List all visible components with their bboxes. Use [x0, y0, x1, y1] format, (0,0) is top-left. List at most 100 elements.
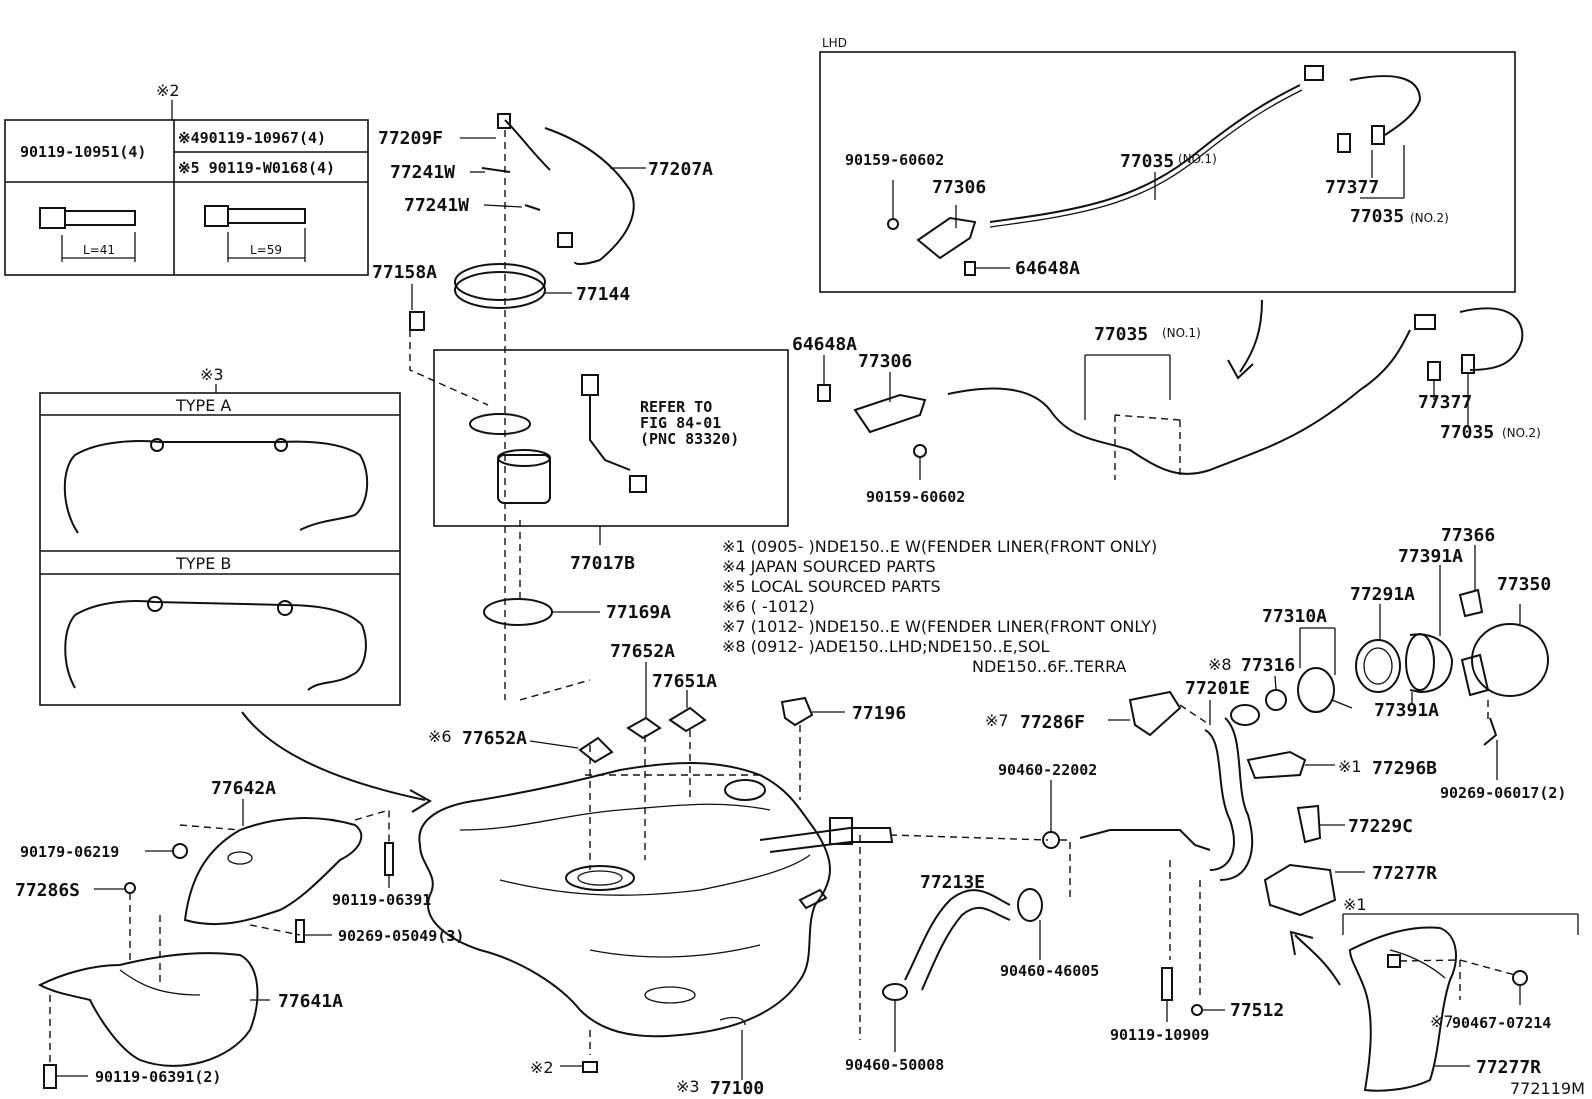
note-3: ※5 LOCAL SOURCED PARTS	[722, 577, 941, 596]
clip-90467-07214	[1512, 970, 1528, 986]
label-77017b: 77017B	[570, 553, 635, 574]
type-a-label: TYPE A	[175, 396, 231, 415]
clip-77241w-1	[481, 167, 511, 173]
lock-ring	[454, 263, 546, 301]
note-6: ※8 (0912- )ADE150..LHD;NDE150..E,SOL	[722, 637, 1050, 656]
label-90460-46005: 90460-46005	[1000, 962, 1099, 980]
tank-outline	[418, 762, 831, 1038]
fender-dash-2	[1459, 959, 1516, 976]
lead-77652a-2	[529, 740, 579, 749]
rhd-bolt-label: 90159-60602	[866, 488, 965, 506]
label-90269-05049: 90269-05049(3)	[338, 927, 464, 945]
pad-77652a-1	[626, 716, 662, 740]
lhd-cable-clip	[1304, 65, 1324, 81]
prot-dash-5	[249, 924, 301, 936]
tank-bolt	[582, 1061, 598, 1073]
rhd-clip-label: 64648A	[792, 334, 857, 355]
notes-block: ※1 (0905- )NDE150..E W(FENDER LINER(FRON…	[722, 537, 1157, 676]
note-1: ※1 (0905- )NDE150..E W(FENDER LINER(FRON…	[722, 537, 1157, 556]
bolt-right-part-2: ※5 90119-W0168(4)	[178, 159, 335, 177]
label-90467: 90467-07214	[1452, 1014, 1551, 1032]
bracket-77286f	[1128, 690, 1182, 737]
gasket-77316	[1265, 689, 1287, 711]
label-77391a-2: 77391A	[1374, 700, 1439, 721]
bolt-table-frame	[4, 119, 369, 276]
types-arrow	[241, 711, 426, 801]
fender-liner: ※1	[1342, 895, 1579, 1092]
label-77651a: 77651A	[652, 671, 717, 692]
lhd-frame	[819, 51, 1516, 293]
type-b-bolt-1	[147, 596, 163, 612]
cap-strap	[1331, 699, 1353, 709]
type-b-bolt-2	[277, 600, 293, 616]
lhd-clip-label: 64648A	[1015, 258, 1080, 279]
note-4: ※6 ( -1012)	[722, 597, 815, 616]
housing-77391a	[1409, 633, 1454, 694]
vent-dash	[409, 330, 489, 406]
type-a-bolt-1	[150, 438, 164, 452]
label-77350: 77350	[1497, 574, 1551, 595]
label-77652a-1: 77652A	[610, 641, 675, 662]
bracket-77296b	[1246, 750, 1307, 780]
ring-77291a-inner	[1363, 647, 1393, 685]
cap-77310a	[1297, 667, 1335, 713]
label-77241w-2: 77241W	[404, 195, 469, 216]
label-77277r-1: 77277R	[1372, 863, 1437, 884]
fender-arrowhead	[1289, 930, 1314, 956]
label-77229c: 77229C	[1348, 816, 1413, 837]
hose-dash-3	[1060, 839, 1071, 900]
pump-box-frame	[433, 349, 789, 527]
label-77291a: 77291A	[1350, 584, 1415, 605]
bolt-left-length: L=41	[83, 243, 115, 257]
rhd-opener-group: 64648A 77306 90159-60602 77035 (NO.1) 77…	[792, 307, 1541, 506]
lhd-arrowhead	[1227, 359, 1254, 380]
sender-float	[629, 475, 647, 493]
bolt-90119-06391-2	[43, 1064, 57, 1089]
screw-90269-06017	[1483, 717, 1498, 746]
label-77286s: 77286S	[15, 880, 80, 901]
rhd-lever-label: 77306	[858, 351, 912, 372]
bolt-right-head	[204, 205, 229, 227]
breather-hose	[1079, 829, 1211, 851]
type-a-bolt-2	[274, 438, 288, 452]
label-90179: 90179-06219	[20, 843, 119, 861]
label-77652a-2: 77652A	[462, 728, 527, 749]
bolt-right-part-1: ※490119-10967(4)	[178, 129, 326, 147]
label-77652a-2-mark: ※6	[428, 727, 452, 746]
fuel-door-77350	[1471, 623, 1549, 697]
label-fender-mark: ※1	[1343, 895, 1367, 914]
bolt-table: ※2 90119-10951(4) ※490119-10967(4) ※5 90…	[4, 81, 369, 276]
tank-sump	[644, 986, 696, 1004]
hose-clamp-90460-22002	[1042, 831, 1060, 849]
sender-connector	[581, 374, 599, 396]
prot-dash-1	[179, 824, 241, 831]
vent-valve	[409, 311, 425, 331]
rhd-cable2-label: 77035	[1440, 422, 1494, 443]
rhd-cable2-suffix: (NO.2)	[1502, 426, 1541, 440]
bolt-90119-10909	[1161, 967, 1173, 1001]
types-frame	[39, 392, 401, 706]
label-77169a: 77169A	[606, 602, 671, 623]
pump-tube-end	[497, 113, 511, 129]
label-90460-50008: 90460-50008	[845, 1056, 944, 1074]
bolt-left-head	[39, 207, 66, 229]
label-77201e: 77201E	[1185, 678, 1250, 699]
types-arrowhead	[409, 789, 432, 813]
ring-77291a	[1355, 639, 1401, 693]
filler-neck	[1230, 704, 1260, 726]
pad-77651a	[668, 706, 707, 733]
label-90460-22002: 90460-22002	[998, 761, 1097, 779]
label-77213e: 77213E	[920, 872, 985, 893]
gasket-77169a	[483, 598, 553, 626]
rhd-dash-3	[1114, 414, 1181, 421]
tank-pump-opening	[565, 865, 635, 891]
label-77296b-mark: ※1	[1338, 757, 1362, 776]
lead-77241w-2	[483, 204, 523, 208]
label-77209f: 77209F	[378, 128, 443, 149]
clip-77286s	[124, 882, 136, 894]
lhd-lever-label: 77306	[932, 177, 986, 198]
rhd-cable-no1	[947, 329, 1411, 475]
label-77241w-1: 77241W	[390, 162, 455, 183]
